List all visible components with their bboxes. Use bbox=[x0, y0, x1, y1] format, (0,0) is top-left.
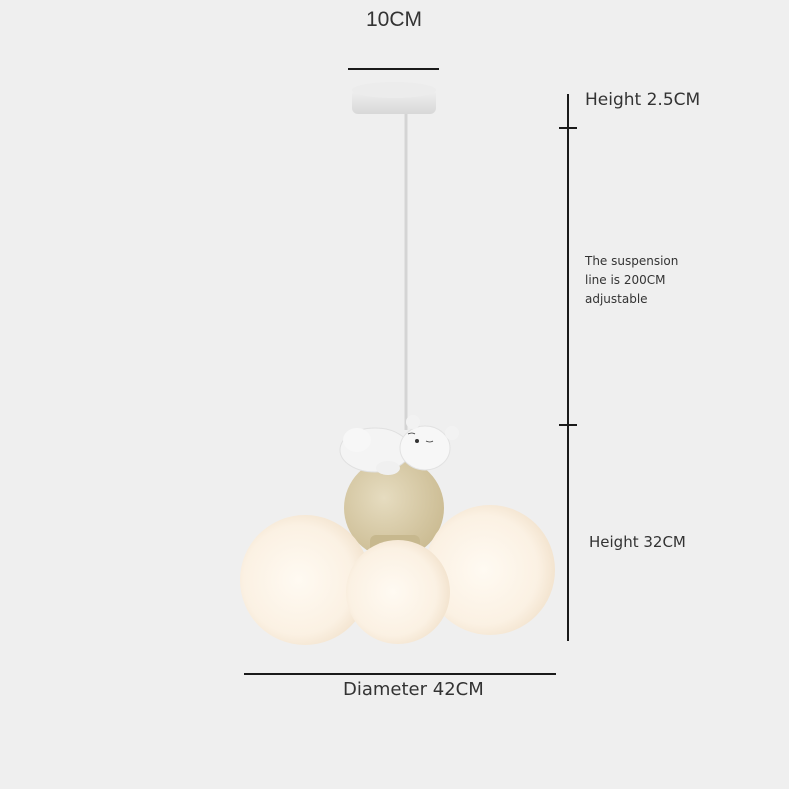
diameter-line bbox=[244, 673, 556, 675]
suspension-note: The suspension line is 200CM adjustable bbox=[585, 252, 705, 309]
canopy-height-label: Height 2.5CM bbox=[585, 90, 701, 110]
glass-globes bbox=[240, 505, 555, 645]
suspension-line-3: adjustable bbox=[585, 292, 648, 306]
canopy-width-line bbox=[348, 68, 439, 70]
ceiling-canopy bbox=[352, 82, 436, 114]
canopy-width-label: 10CM bbox=[365, 8, 423, 31]
lamp-top-tick bbox=[559, 424, 577, 426]
suspension-line-1: The suspension bbox=[585, 254, 679, 268]
sleeping-bear-figure bbox=[339, 415, 459, 475]
height-dimension-line bbox=[567, 94, 569, 641]
lamp-height-label: Height 32CM bbox=[589, 533, 686, 551]
canopy-tick bbox=[559, 127, 577, 129]
diameter-label: Diameter 42CM bbox=[343, 679, 484, 700]
suspension-line-2: line is 200CM bbox=[585, 273, 666, 287]
